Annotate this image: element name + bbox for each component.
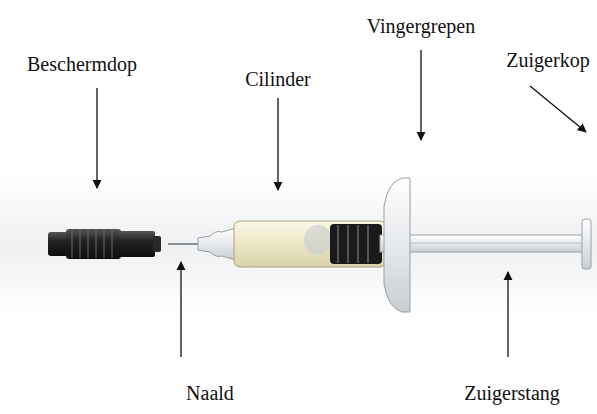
part-label: Zuigerstang <box>464 382 560 404</box>
barrel-highlight <box>304 225 332 255</box>
finger-flange <box>384 178 410 312</box>
cap <box>48 229 161 259</box>
part-label: Beschermdop <box>27 53 137 75</box>
plunger-head <box>582 219 591 269</box>
hub <box>198 228 236 260</box>
plunger-rod-rib <box>395 243 582 244</box>
plunger-rod <box>380 235 584 252</box>
part-label: Vingergrepen <box>367 15 475 37</box>
part-label: Naald <box>186 382 234 404</box>
barrel <box>234 221 386 267</box>
part-label: Zuigerkop <box>506 49 589 71</box>
needle <box>168 243 200 245</box>
stopper <box>330 224 382 264</box>
part-label: Cilinder <box>245 68 311 90</box>
leader-lines <box>97 50 586 357</box>
